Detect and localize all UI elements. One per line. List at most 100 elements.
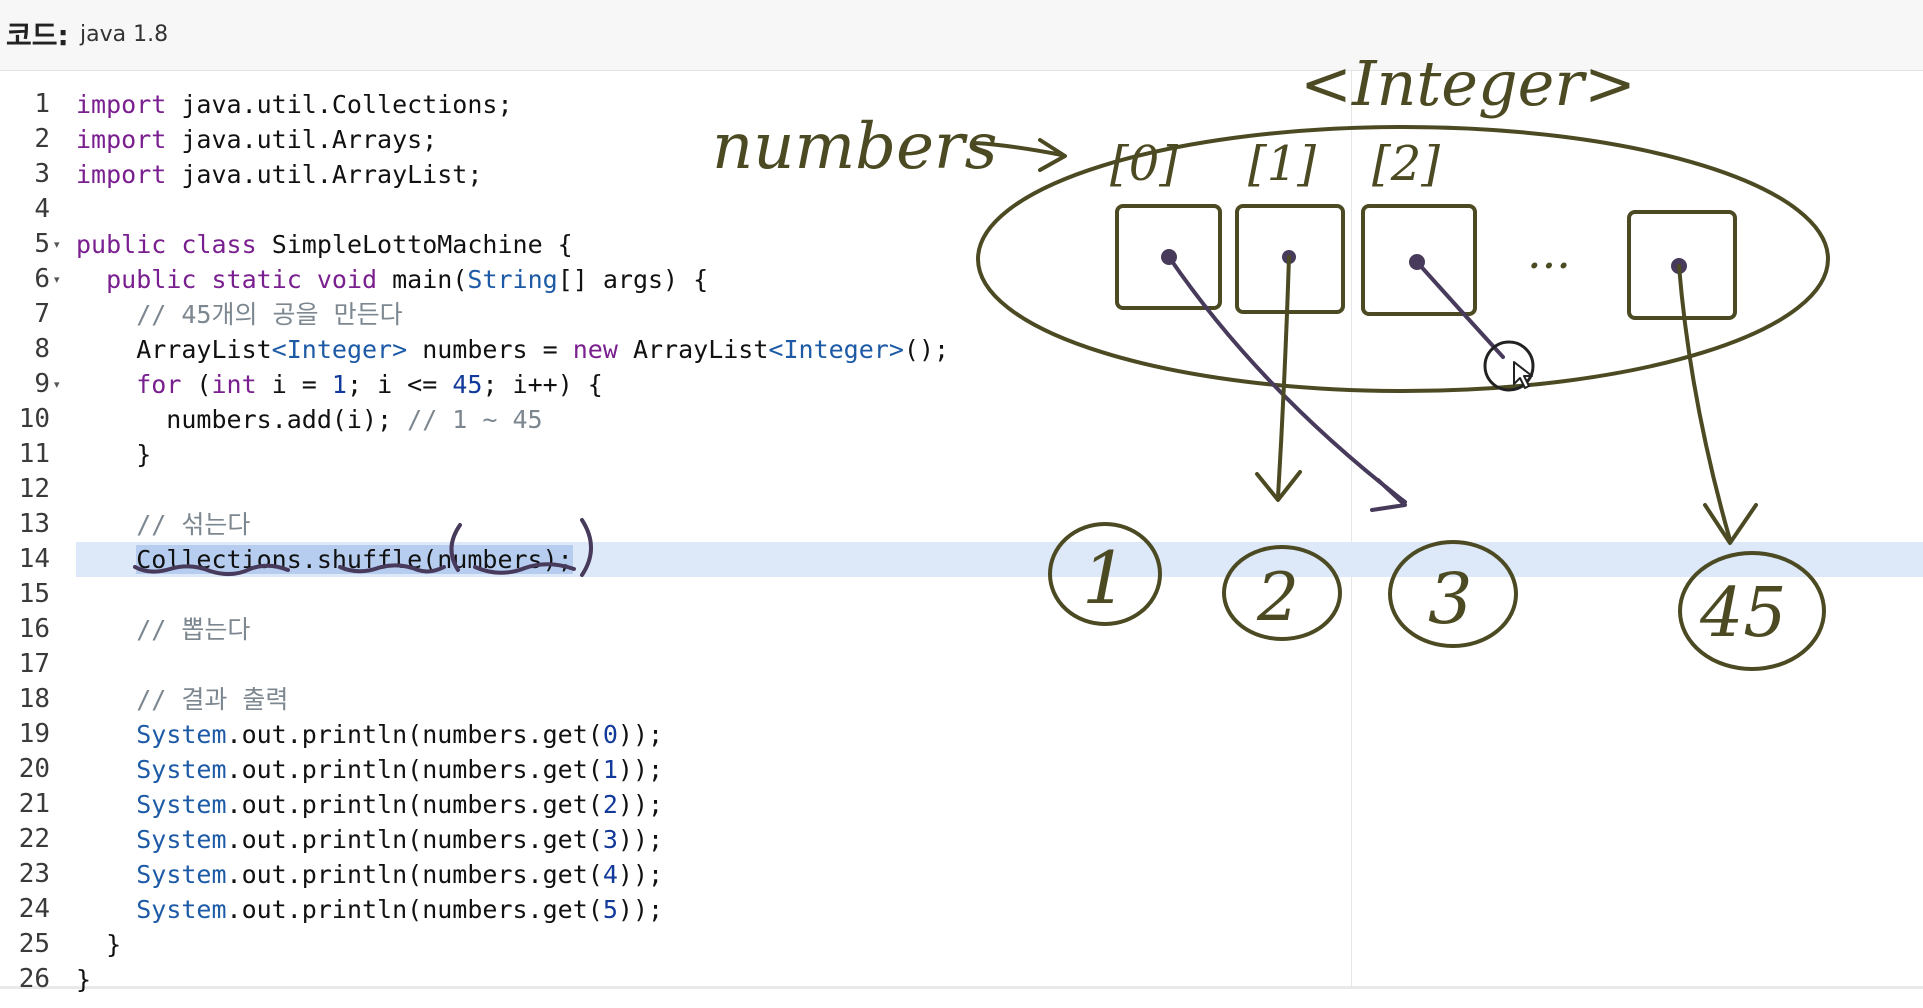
slot-box-3 xyxy=(1627,210,1737,320)
code-line[interactable]: 22 System.out.println(numbers.get(3)); xyxy=(0,822,1923,857)
line-code: for (int i = 1; i <= 45; i++) { xyxy=(136,370,603,399)
code-line[interactable]: 11 } xyxy=(0,437,1923,472)
line-code: import java.util.Collections; xyxy=(76,90,513,119)
line-number[interactable]: 22 xyxy=(18,824,50,854)
code-line[interactable]: 15 xyxy=(0,577,1923,612)
code-line[interactable]: 2 import java.util.Arrays; xyxy=(0,122,1923,157)
integer-type-label: <Integer> xyxy=(1300,47,1636,120)
code-line[interactable]: 25 } xyxy=(0,927,1923,962)
line-code: ArrayList<Integer> numbers = new ArrayLi… xyxy=(76,335,950,364)
line-number[interactable]: 11 xyxy=(18,439,50,469)
line-number[interactable]: 23 xyxy=(18,859,50,889)
line-code: public class SimpleLottoMachine { xyxy=(76,230,573,259)
fold-toggle-icon[interactable]: ▾ xyxy=(54,378,60,391)
line-number[interactable]: 18 xyxy=(18,684,50,714)
line-code: System.out.println(numbers.get(0)); xyxy=(136,720,664,749)
code-line[interactable]: 6 ▾ public static void main(String[] args… xyxy=(0,262,1923,297)
paren-close-mark xyxy=(580,518,593,577)
code-line[interactable]: 23 System.out.println(numbers.get(4)); xyxy=(0,857,1923,892)
line-number[interactable]: 12 xyxy=(18,474,50,504)
ref-arrow-1 xyxy=(1255,255,1302,502)
index-label-0: [0] xyxy=(1110,136,1178,192)
code-line[interactable]: 9 ▾ for (int i = 1; i <= 45; i++) { xyxy=(0,367,1923,402)
line-number[interactable]: 7 xyxy=(34,299,50,329)
underline-numbers xyxy=(473,562,576,575)
fold-toggle-icon[interactable]: ▾ xyxy=(54,273,60,286)
value-3: 3 xyxy=(1428,558,1473,640)
code-line[interactable]: 26} xyxy=(0,962,1923,997)
code-line[interactable]: 24 System.out.println(numbers.get(5)); xyxy=(0,892,1923,927)
index-label-2: [2] xyxy=(1372,136,1440,192)
line-number[interactable]: 15 xyxy=(18,579,50,609)
code-line[interactable]: 1 import java.util.Collections; xyxy=(0,87,1923,122)
code-line[interactable]: 4 xyxy=(0,192,1923,227)
line-number[interactable]: 20 xyxy=(18,754,50,784)
editor-header: 코드: java 1.8 xyxy=(0,0,1923,71)
code-label: 코드: xyxy=(6,19,69,52)
fold-toggle-icon[interactable]: ▾ xyxy=(54,238,60,251)
underline-shuffle xyxy=(338,563,446,574)
code-line[interactable]: 7 // 45개의 공을 만든다 xyxy=(0,297,1923,332)
line-number[interactable]: 17 xyxy=(18,649,50,679)
line-number[interactable]: 19 xyxy=(18,719,50,749)
index-label-1: [1] xyxy=(1248,136,1316,192)
language-label: java 1.8 xyxy=(80,22,169,47)
line-code: System.out.println(numbers.get(5)); xyxy=(136,895,664,924)
code-editor[interactable] xyxy=(0,71,1923,986)
line-code: // 뽑는다 xyxy=(136,615,251,644)
line-code: numbers.add(i); // 1 ~ 45 xyxy=(76,405,543,434)
code-line[interactable]: 13 // 섞는다 xyxy=(0,507,1923,542)
code-line[interactable]: 16 // 뽑는다 xyxy=(0,612,1923,647)
numbers-variable-label: numbers xyxy=(712,110,997,184)
line-code: } xyxy=(76,440,152,469)
line-code: } xyxy=(76,965,92,994)
slot-ellipsis: ... xyxy=(1527,225,1571,279)
line-code: public static void main(String[] args) { xyxy=(106,265,709,294)
line-code: // 섞는다 xyxy=(136,510,251,539)
value-circle-2 xyxy=(1222,545,1342,641)
value-circle-45 xyxy=(1678,551,1826,671)
line-number[interactable]: 25 xyxy=(18,929,50,959)
line-number[interactable]: 24 xyxy=(18,894,50,924)
code-line[interactable]: 21 System.out.println(numbers.get(2)); xyxy=(0,787,1923,822)
line-number[interactable]: 21 xyxy=(18,789,50,819)
editor-bottom-border xyxy=(0,986,1923,989)
line-number[interactable]: 5 xyxy=(34,229,50,259)
line-number[interactable]: 4 xyxy=(34,194,50,224)
line-number[interactable]: 13 xyxy=(18,509,50,539)
ref-arrow-0 xyxy=(1167,255,1407,512)
code-line[interactable]: 12 xyxy=(0,472,1923,507)
line-number[interactable]: 2 xyxy=(34,124,50,154)
value-2: 2 xyxy=(1256,559,1299,636)
line-number[interactable]: 10 xyxy=(18,404,50,434)
slot-box-0 xyxy=(1115,204,1222,310)
code-line[interactable]: 19 System.out.println(numbers.get(0)); xyxy=(0,717,1923,752)
code-line[interactable]: 5 ▾ public class SimpleLottoMachine { xyxy=(0,227,1923,262)
line-number[interactable]: 14 xyxy=(18,544,50,574)
value-circle-1 xyxy=(1048,522,1162,626)
code-line[interactable]: 17 xyxy=(0,647,1923,682)
code-line[interactable]: 8 ArrayList<Integer> numbers = new Array… xyxy=(0,332,1923,367)
ref-arrow-2 xyxy=(1415,260,1505,359)
code-line[interactable]: 10 numbers.add(i); // 1 ~ 45 xyxy=(0,402,1923,437)
line-code: // 45개의 공을 만든다 xyxy=(136,300,403,329)
line-code: import java.util.Arrays; xyxy=(76,125,438,154)
code-line[interactable]: 18 // 결과 출력 xyxy=(0,682,1923,717)
line-number[interactable]: 26 xyxy=(18,964,50,994)
line-code: System.out.println(numbers.get(3)); xyxy=(136,825,664,854)
code-line[interactable]: 20 System.out.println(numbers.get(1)); xyxy=(0,752,1923,787)
slot-box-1 xyxy=(1235,204,1345,314)
slot-box-2 xyxy=(1361,204,1477,316)
line-number[interactable]: 9 xyxy=(34,369,50,399)
line-code: // 결과 출력 xyxy=(136,685,289,714)
line-code: System.out.println(numbers.get(2)); xyxy=(136,790,664,819)
value-circle-3 xyxy=(1388,540,1518,648)
print-margin-line xyxy=(1351,71,1352,986)
line-number[interactable]: 3 xyxy=(34,159,50,189)
line-number[interactable]: 8 xyxy=(34,334,50,364)
line-number[interactable]: 6 xyxy=(34,264,50,294)
line-number[interactable]: 1 xyxy=(34,89,50,119)
line-number[interactable]: 16 xyxy=(18,614,50,644)
